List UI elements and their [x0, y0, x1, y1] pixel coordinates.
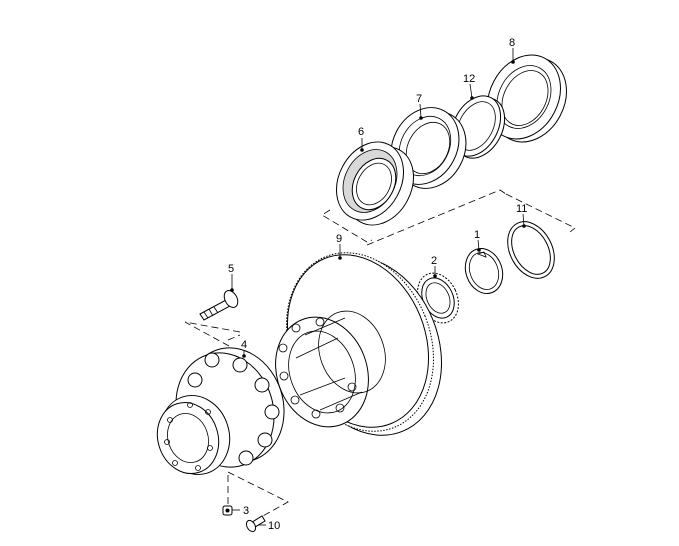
callout-10: 10: [268, 520, 280, 532]
assembly-guide-lines: [184, 189, 576, 523]
callout-6: 6: [358, 126, 364, 138]
callout-7: 7: [416, 93, 422, 105]
callout-1: 1: [474, 229, 480, 241]
callout-11: 11: [516, 203, 527, 215]
part-9-brake-disc: [275, 252, 442, 436]
part-8-seal-ring: [487, 54, 567, 143]
part-1-lock-washer: [464, 248, 504, 294]
callout-8: 8: [509, 37, 515, 49]
part-11-circlip: [507, 221, 555, 279]
callout-5: 5: [228, 263, 234, 275]
callout-9: 9: [336, 233, 342, 245]
part-5-wheel-stud: [199, 290, 239, 321]
callout-2: 2: [431, 255, 437, 267]
callout-3: 3: [243, 505, 249, 517]
callout-labels: 1 2 3 4 5 6 7 8 9 10 11 12: [228, 37, 527, 532]
part-6-bearing-cone: [336, 141, 414, 226]
leader-lines: [230, 48, 526, 526]
part-4-wheel-hub: [156, 347, 285, 475]
part-3-nut: [222, 505, 233, 516]
callout-4: 4: [241, 339, 247, 351]
callout-12: 12: [463, 73, 475, 85]
part-10-screw: [245, 515, 266, 533]
